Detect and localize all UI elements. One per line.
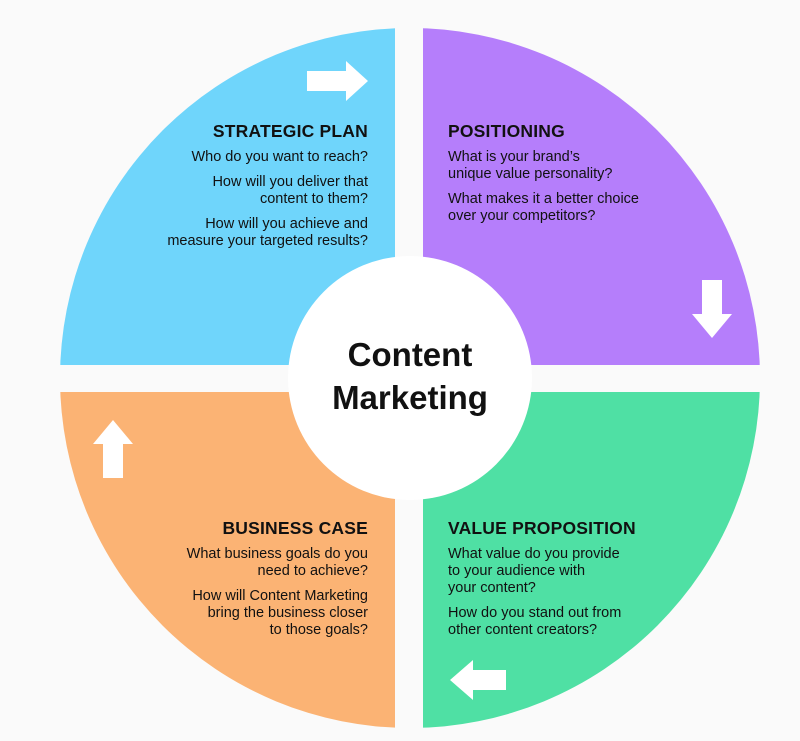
value-proposition-wedge [410, 378, 760, 728]
strategic-plan-questions: Who do you want to reach? How will you de… [167, 149, 368, 250]
arrow-down-icon [692, 280, 732, 338]
center-label: Content Marketing [310, 333, 510, 419]
business-case-wedge [60, 378, 410, 728]
business-case-text: BUSINESS CASE What business goals do you… [187, 518, 368, 647]
arrow-left-icon [450, 660, 506, 700]
strategic-plan-wedge [60, 28, 410, 378]
strategic-plan-title: STRATEGIC PLAN [212, 121, 368, 141]
value-proposition-text: VALUE PROPOSITION What value do you prov… [448, 518, 636, 647]
positioning-wedge [410, 28, 760, 378]
value-proposition-title: VALUE PROPOSITION [448, 518, 636, 538]
strategic-plan-text: STRATEGIC PLAN Who do you want to reach?… [167, 121, 368, 258]
center-label-line2: Marketing [332, 379, 488, 416]
arrow-right-icon [307, 61, 368, 101]
center-label-line1: Content [347, 336, 473, 373]
positioning-title: POSITIONING [448, 121, 565, 141]
center-circle [288, 256, 532, 500]
business-case-title: BUSINESS CASE [222, 518, 368, 538]
question-1: Who do you want to reach? [191, 149, 368, 165]
arrow-up-icon [93, 420, 133, 478]
